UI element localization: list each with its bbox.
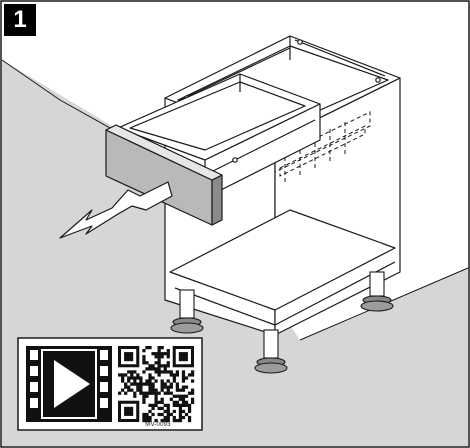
drawer-slide-dashed: [274, 111, 371, 182]
drawer-runner: [204, 119, 316, 176]
drawer: [105, 73, 321, 226]
drawer-box-inside: [129, 81, 306, 151]
top-rail-front: [179, 47, 291, 101]
qr-code-label: MV-0093: [145, 422, 171, 428]
cabinet-legs: [170, 271, 394, 374]
qr-code-icon: [118, 346, 195, 423]
screw: [232, 157, 238, 163]
leg-front-left: [170, 289, 204, 334]
video-qr-panel: [17, 337, 203, 431]
top-rail-back: [294, 39, 386, 77]
leg-back-right: [360, 271, 394, 312]
cabinet-bottom-shelf: [169, 209, 396, 311]
screw: [375, 77, 381, 83]
leg-front-center: [254, 329, 288, 374]
step-number-badge: 1: [4, 4, 36, 36]
pull-direction-arrow-icon: [59, 181, 173, 239]
video-play-icon: [26, 346, 112, 422]
screw: [297, 39, 303, 45]
drawer-front-top: [105, 124, 223, 181]
drawer-front-edge: [211, 174, 223, 226]
